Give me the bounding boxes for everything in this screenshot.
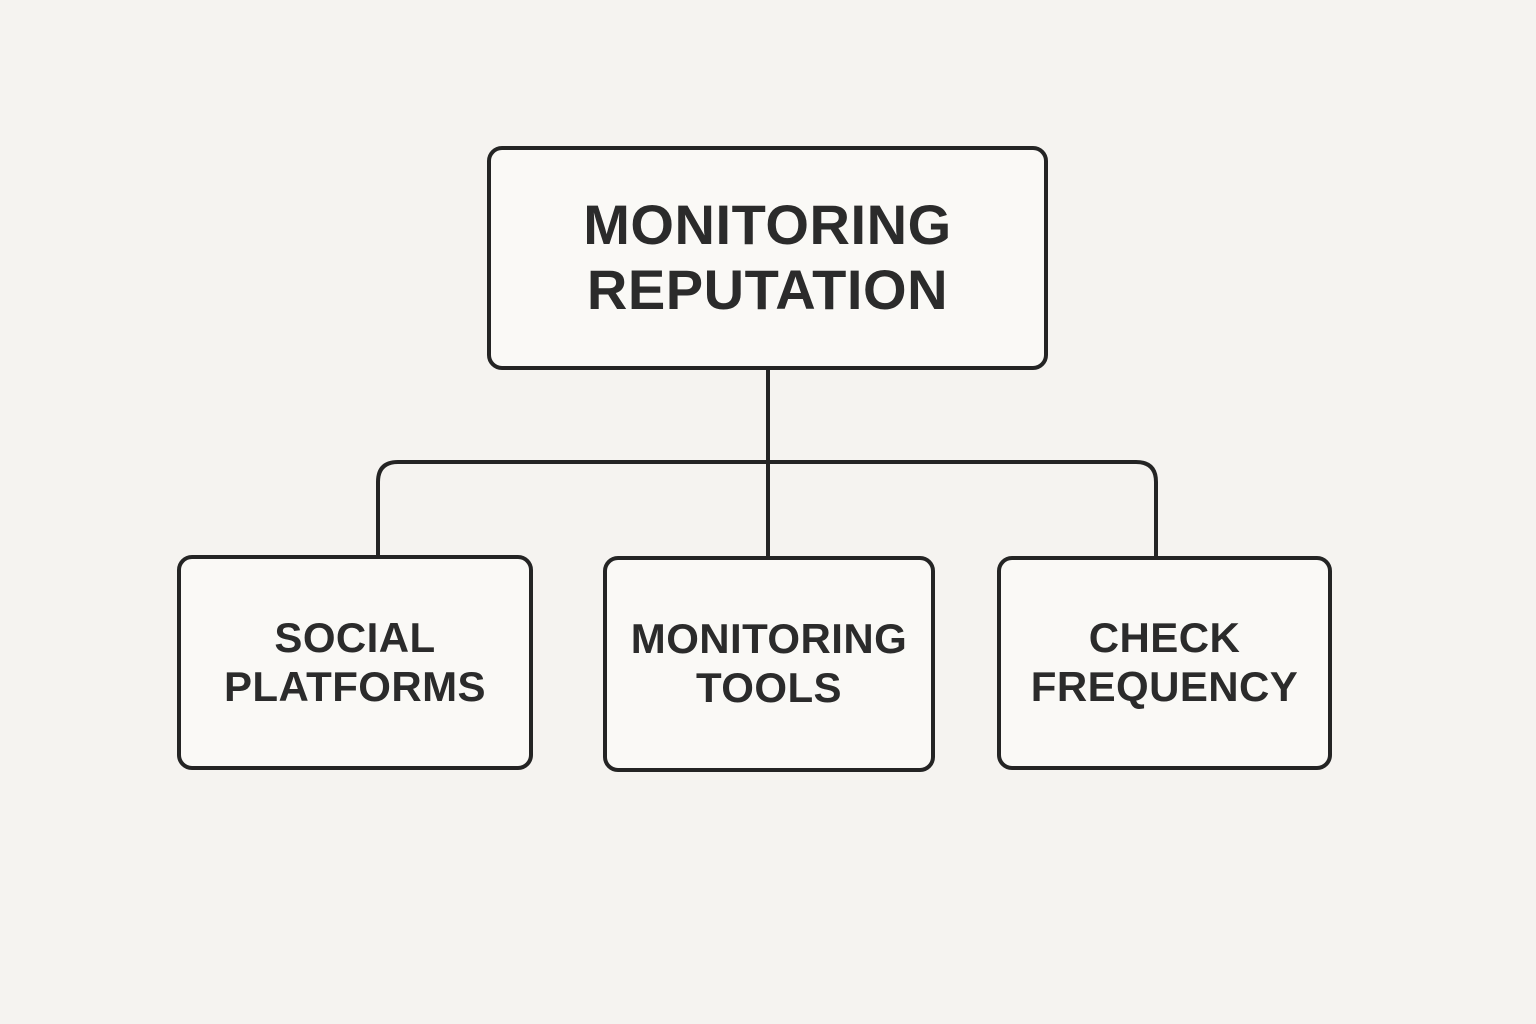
node-monitoring-tools-label: MONITORING TOOLS — [630, 615, 908, 711]
node-social-platforms: SOCIAL PLATFORMS — [177, 555, 533, 770]
node-monitoring-reputation: MONITORING REPUTATION — [487, 146, 1048, 370]
node-check-frequency: CHECK FREQUENCY — [997, 556, 1332, 770]
edge-rail-left-right — [376, 460, 1158, 556]
node-monitoring-tools: MONITORING TOOLS — [603, 556, 935, 772]
node-social-platforms-label: SOCIAL PLATFORMS — [224, 613, 486, 710]
node-check-frequency-label: CHECK FREQUENCY — [1030, 614, 1299, 710]
node-monitoring-reputation-label: MONITORING REPUTATION — [583, 193, 952, 321]
